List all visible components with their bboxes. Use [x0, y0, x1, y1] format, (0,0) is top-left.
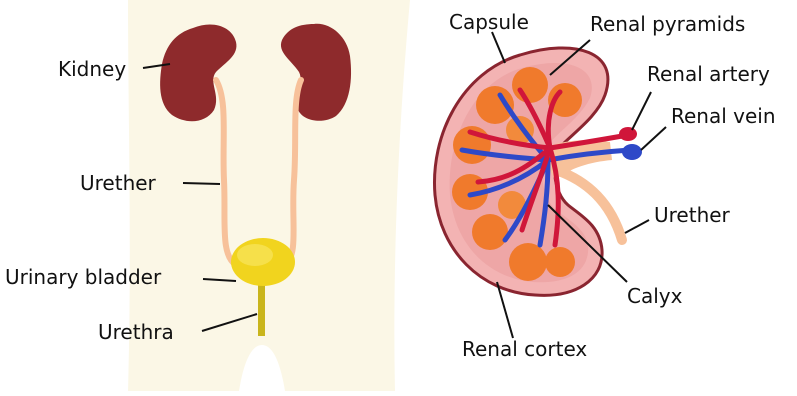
pyramid	[472, 214, 508, 250]
bladder-highlight	[237, 244, 273, 266]
renal-artery	[619, 127, 637, 141]
pyramid	[545, 247, 575, 277]
label-urinary-bladder: Urinary bladder	[5, 265, 162, 289]
label-capsule: Capsule	[449, 10, 529, 34]
label-urether-left: Urether	[80, 171, 157, 195]
label-urether-right: Urether	[654, 203, 731, 227]
label-calyx: Calyx	[627, 284, 683, 308]
label-urethra: Urethra	[98, 320, 174, 344]
label-renal-cortex: Renal cortex	[462, 337, 587, 361]
urether-leader-right	[625, 220, 649, 233]
urinary-system-panel: Kidney Urether Urinary bladder Urethra	[5, 0, 410, 391]
label-renal-pyramids: Renal pyramids	[590, 12, 745, 36]
urethra	[258, 282, 265, 336]
capsule-leader	[492, 32, 505, 63]
renal-artery-leader	[632, 92, 651, 130]
label-kidney: Kidney	[58, 57, 126, 81]
urether-leader-left	[183, 183, 220, 184]
label-renal-artery: Renal artery	[647, 62, 770, 86]
label-renal-vein: Renal vein	[671, 104, 776, 128]
pyramid	[512, 67, 548, 103]
renal-vein-leader	[641, 127, 666, 150]
kidney-cross-section-panel: Capsule Renal pyramids Renal artery Rena…	[434, 10, 775, 361]
pyramid	[509, 243, 547, 281]
renal-vein	[622, 144, 642, 160]
